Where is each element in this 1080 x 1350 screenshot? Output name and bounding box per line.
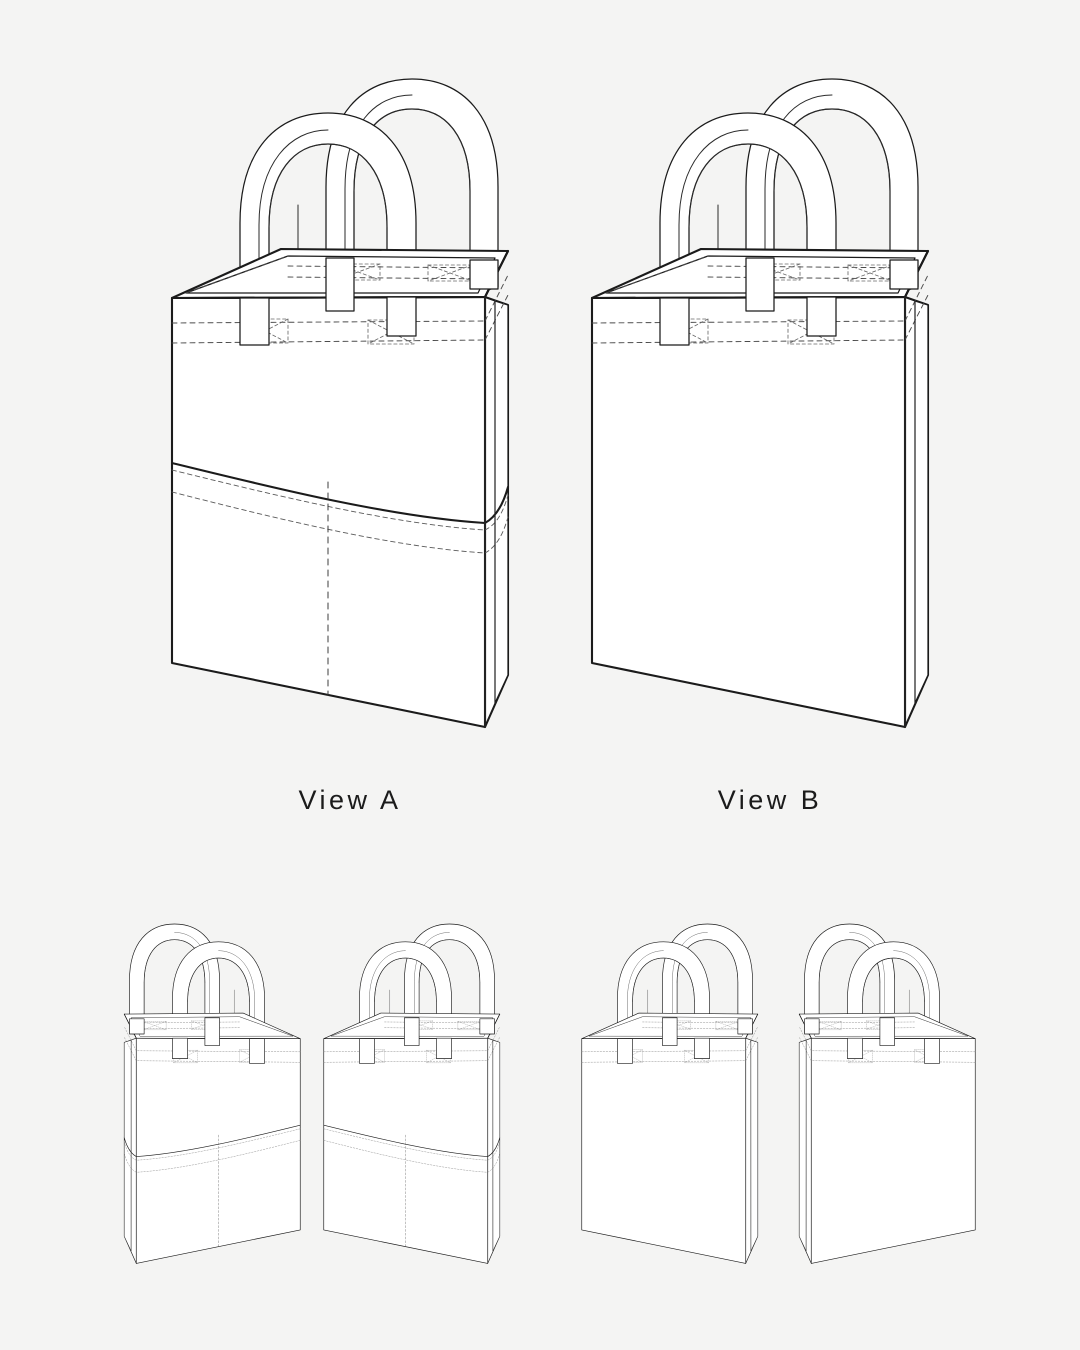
hem-stitch-front-upper — [591, 320, 906, 324]
small-bag-a-mirrored — [123, 923, 301, 1264]
hem-stitch-inner-back — [707, 265, 916, 269]
hem-stitch-gusset-lower — [487, 1036, 500, 1061]
hem-stitch-gusset-lower — [745, 1036, 758, 1061]
small-view-a-normal-figure — [307, 900, 527, 1300]
small-view-b-mirrored-figure — [772, 900, 992, 1300]
hem-stitch-gusset-upper — [124, 1026, 137, 1051]
handle-front-edges — [369, 950, 406, 1061]
bag-side-binding — [799, 1040, 807, 1252]
hem-stitch-front-lower — [171, 339, 486, 344]
hem-stitch-inner-back — [642, 1021, 752, 1024]
hem-stitch-inner-left — [185, 255, 289, 294]
bag-front-face — [135, 1037, 301, 1264]
handle-back-legs-overlay — [804, 1017, 895, 1046]
bag-side-binding — [914, 300, 929, 704]
small-bag-a-normal — [323, 923, 501, 1264]
hem-stitch-gusset-upper — [904, 274, 929, 322]
hem-stitch-front-lower — [323, 1060, 488, 1063]
small-view-a-mirrored-figure — [97, 900, 317, 1300]
handle-back-legs-overlay — [404, 1017, 495, 1046]
handle-front-legs-overlay — [172, 1037, 265, 1064]
view-a-figure — [140, 55, 560, 775]
hem-stitch-front-upper — [171, 320, 486, 324]
hem-stitch-gusset-upper — [484, 274, 509, 322]
view-b-bag-drawing — [590, 78, 930, 729]
handle-front-edges — [258, 129, 329, 341]
bag-front-face — [810, 1037, 976, 1264]
hem-stitch-inner-back — [287, 265, 496, 269]
hem-stitch-inner-left — [330, 1016, 385, 1037]
hem-stitch-inner-back2 — [642, 1027, 750, 1029]
hem-stitch-gusset-lower — [124, 1036, 137, 1061]
bag-front-face — [581, 1037, 747, 1264]
handle-front-legs-overlay — [617, 1037, 710, 1064]
view-a-bag-drawing — [170, 78, 510, 729]
x-box-stitch-back-right — [817, 1021, 842, 1030]
handle-front-edges — [678, 129, 749, 341]
hem-stitch-front-upper — [136, 1050, 301, 1052]
front-pocket — [323, 1124, 501, 1247]
front-pocket — [170, 461, 510, 696]
x-box-stitch-back-right — [142, 1021, 167, 1030]
hem-stitch-inner-back2 — [384, 1027, 492, 1029]
hem-stitch-gusset-upper — [799, 1026, 812, 1051]
hem-stitch-inner-left — [588, 1016, 643, 1037]
hem-stitch-inner-back2 — [707, 276, 913, 280]
bag-front-face — [323, 1037, 489, 1264]
hem-stitch-inner-back — [805, 1021, 915, 1024]
x-box-stitch-back-right — [715, 1021, 740, 1030]
small-view-b-normal-figure — [565, 900, 785, 1300]
hem-stitch-front-upper — [581, 1050, 746, 1052]
hem-stitch-inner-left — [239, 1016, 294, 1037]
handle-back-legs-overlay — [325, 257, 499, 312]
handle-back-legs-overlay — [745, 257, 919, 312]
bag-front-face — [590, 295, 907, 729]
handle-front-edges — [627, 950, 664, 1061]
view-b-figure — [560, 55, 980, 775]
small-bag-b-normal — [581, 923, 759, 1264]
hem-stitch-inner-left — [914, 1016, 969, 1037]
view-b-label: View B — [717, 785, 823, 815]
handle-back-legs-overlay — [129, 1017, 220, 1046]
hem-stitch-inner-back2 — [807, 1027, 915, 1029]
handle-front-edges — [218, 950, 255, 1061]
hem-stitch-front-lower — [136, 1060, 301, 1063]
small-bag-b-mirrored — [798, 923, 976, 1264]
handle-front-legs-overlay — [659, 296, 837, 346]
view-a-label: View A — [298, 785, 402, 815]
handle-front-legs-overlay — [359, 1037, 452, 1064]
front-pocket — [123, 1124, 301, 1247]
handle-back-legs-overlay — [662, 1017, 753, 1046]
hem-stitch-gusset-upper — [745, 1026, 758, 1051]
hem-stitch-gusset-upper — [487, 1026, 500, 1051]
handle-front-legs-overlay — [847, 1037, 940, 1064]
hem-stitch-front-lower — [811, 1060, 976, 1063]
hem-stitch-front-lower — [591, 339, 906, 344]
handle-front-edges — [893, 950, 930, 1061]
bag-side-binding — [750, 1040, 758, 1252]
hem-stitch-front-upper — [323, 1050, 488, 1052]
hem-stitch-gusset-lower — [799, 1036, 812, 1061]
hem-stitch-inner-back — [384, 1021, 494, 1024]
hem-stitch-inner-left — [605, 255, 709, 294]
hem-stitch-inner-back — [130, 1021, 240, 1024]
hem-stitch-inner-back2 — [132, 1027, 240, 1029]
handle-front-legs-overlay — [239, 296, 417, 346]
x-box-stitch-back-right — [457, 1021, 482, 1030]
hem-stitch-inner-back2 — [287, 276, 493, 280]
hem-stitch-front-upper — [811, 1050, 976, 1052]
hem-stitch-front-lower — [581, 1060, 746, 1063]
